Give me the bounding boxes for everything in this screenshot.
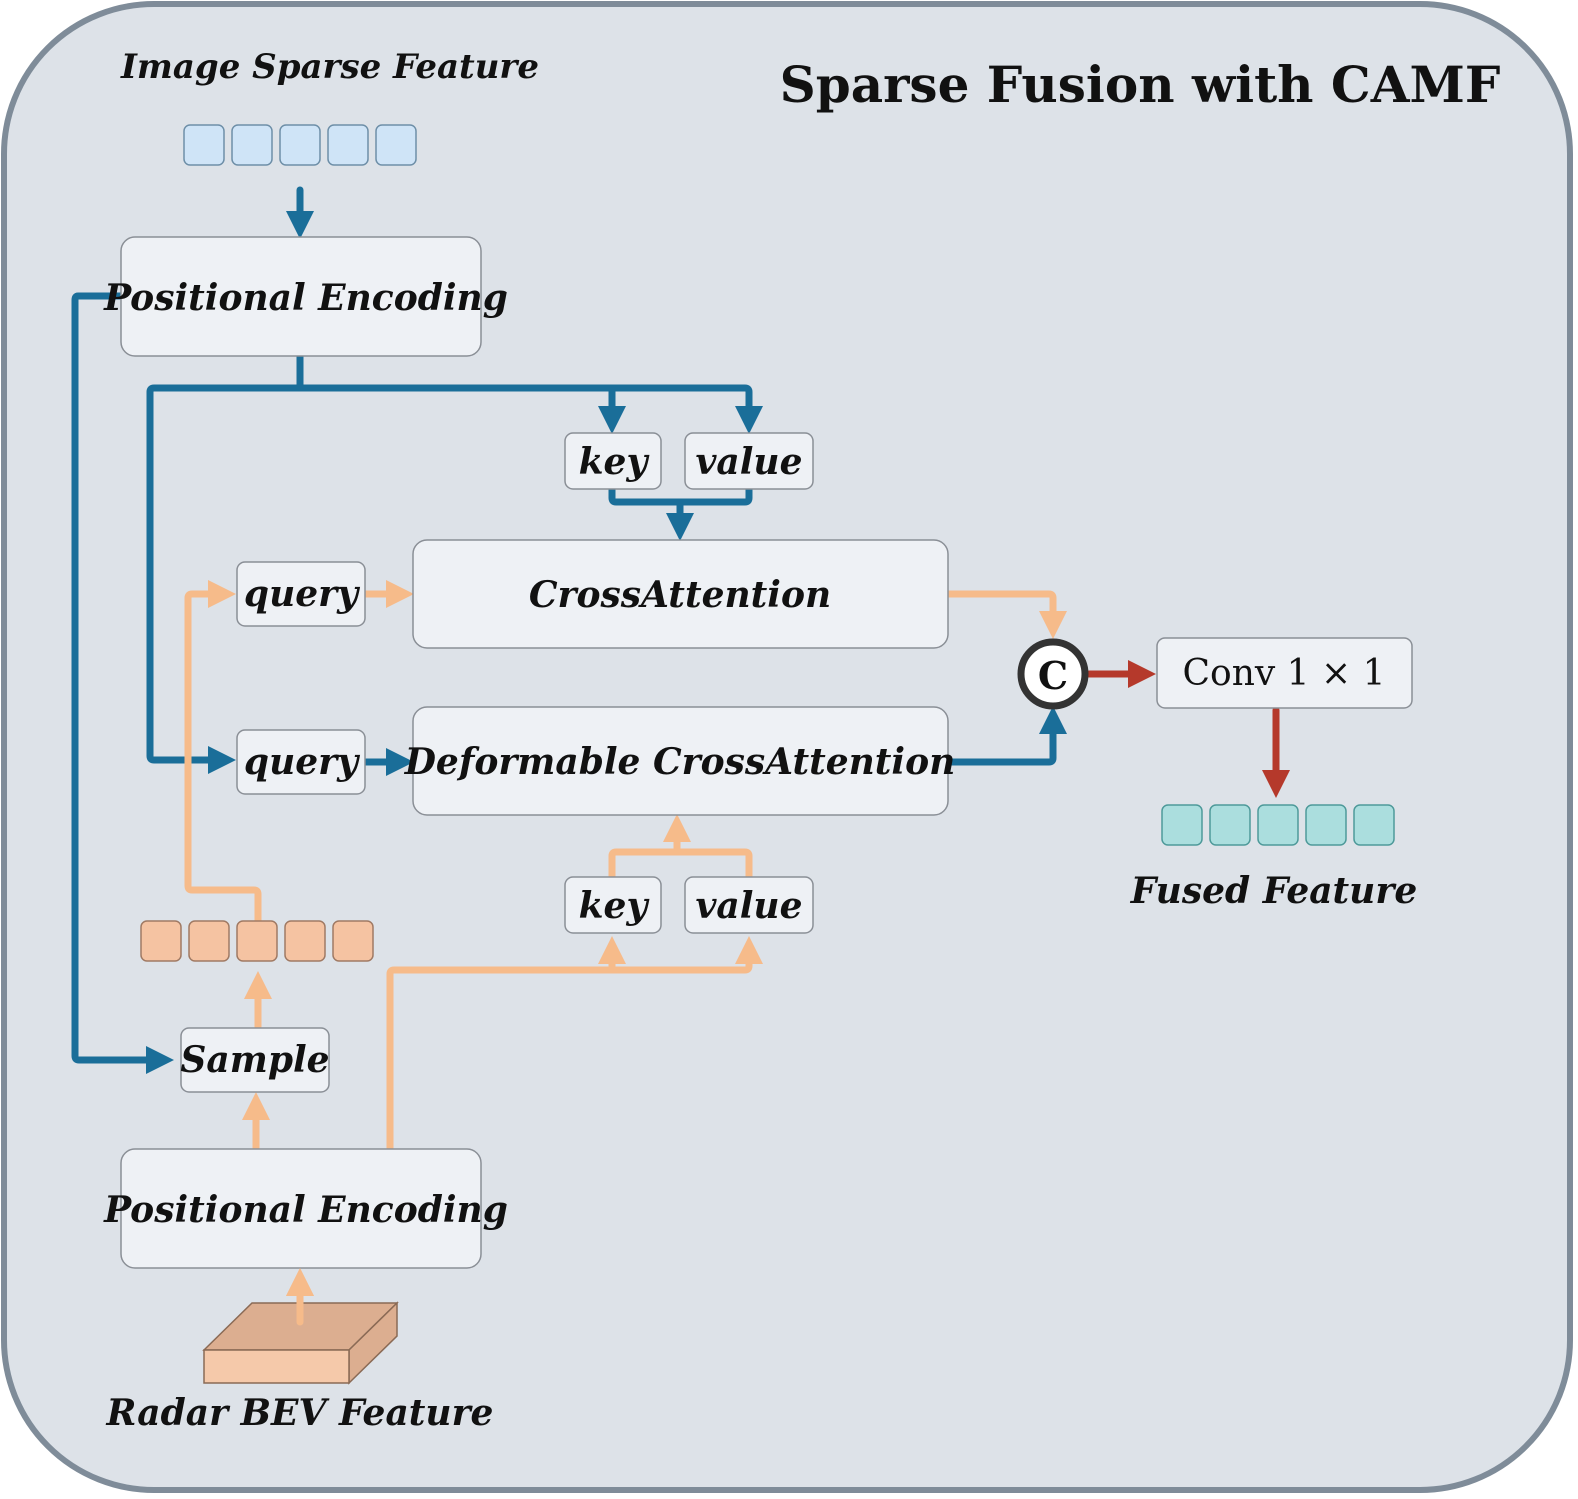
key-top-label: key [579,441,650,483]
key-top-box: key [564,432,662,490]
sample-box: Sample [180,1027,330,1093]
fused-tokens [1161,804,1395,846]
radar-token [236,920,278,962]
radar-sampled-tokens [140,920,374,962]
fused-token [1209,804,1251,846]
conv-label: Conv 1 × 1 [1182,653,1385,694]
cross-attention-box: CrossAttention [412,539,949,649]
sample-label: Sample [180,1039,329,1081]
cross-attention-label: CrossAttention [529,574,831,616]
image-token [231,124,273,166]
value-bottom-label: value [696,885,803,927]
arrow-pe-to-sample [71,292,174,1074]
image-flow-lines [71,186,1067,1074]
image-token [183,124,225,166]
positional-encoding-bottom-label: Positional Encoding [103,1189,508,1231]
query-bottom-box: query [236,729,366,795]
image-sparse-feature-label: Image Sparse Feature [120,47,539,87]
value-top-box: value [684,432,814,490]
line-pe-to-value [608,384,763,434]
key-bottom-box: key [564,876,662,934]
concat-node: C [1017,638,1089,710]
line-pe-to-left [146,384,304,774]
radar-token [284,920,326,962]
radar-bev-block [202,1301,399,1385]
line-pe-to-kv-bottom [386,966,616,1152]
query-bottom-label: query [244,741,360,783]
query-top-box: query [236,561,366,627]
line-tokens-to-query [184,580,262,925]
key-bottom-label: key [579,885,650,927]
value-top-label: value [696,441,803,483]
query-top-label: query [244,573,360,615]
arrow-to-value-bottom [608,936,763,974]
fused-feature-label: Fused Feature [1130,870,1417,912]
value-bottom-box: value [684,876,814,934]
radar-token [188,920,230,962]
arrow-deform-to-concat [944,706,1067,766]
positional-encoding-top: Positional Encoding [103,236,508,357]
positional-encoding-top-label: Positional Encoding [103,277,508,319]
image-token [279,124,321,166]
radar-bev-feature-label: Radar BEV Feature [106,1392,494,1434]
image-token [375,124,417,166]
output-flow-lines [1085,660,1290,798]
image-sparse-tokens [183,124,417,166]
fused-token [1305,804,1347,846]
fused-token [1257,804,1299,846]
fused-token [1161,804,1203,846]
image-token [327,124,369,166]
diagram-title: Sparse Fusion with CAMF [780,55,1501,114]
radar-token [332,920,374,962]
concat-symbol: C [1038,653,1068,698]
radar-token [140,920,182,962]
fused-token [1353,804,1395,846]
arrow-crossattn-to-concat [944,590,1067,639]
deformable-cross-attention-box: Deformable CrossAttention [404,706,956,816]
deformable-cross-attention-label: Deformable CrossAttention [404,741,956,783]
conv-box: Conv 1 × 1 [1156,637,1413,709]
positional-encoding-bottom: Positional Encoding [103,1148,508,1269]
